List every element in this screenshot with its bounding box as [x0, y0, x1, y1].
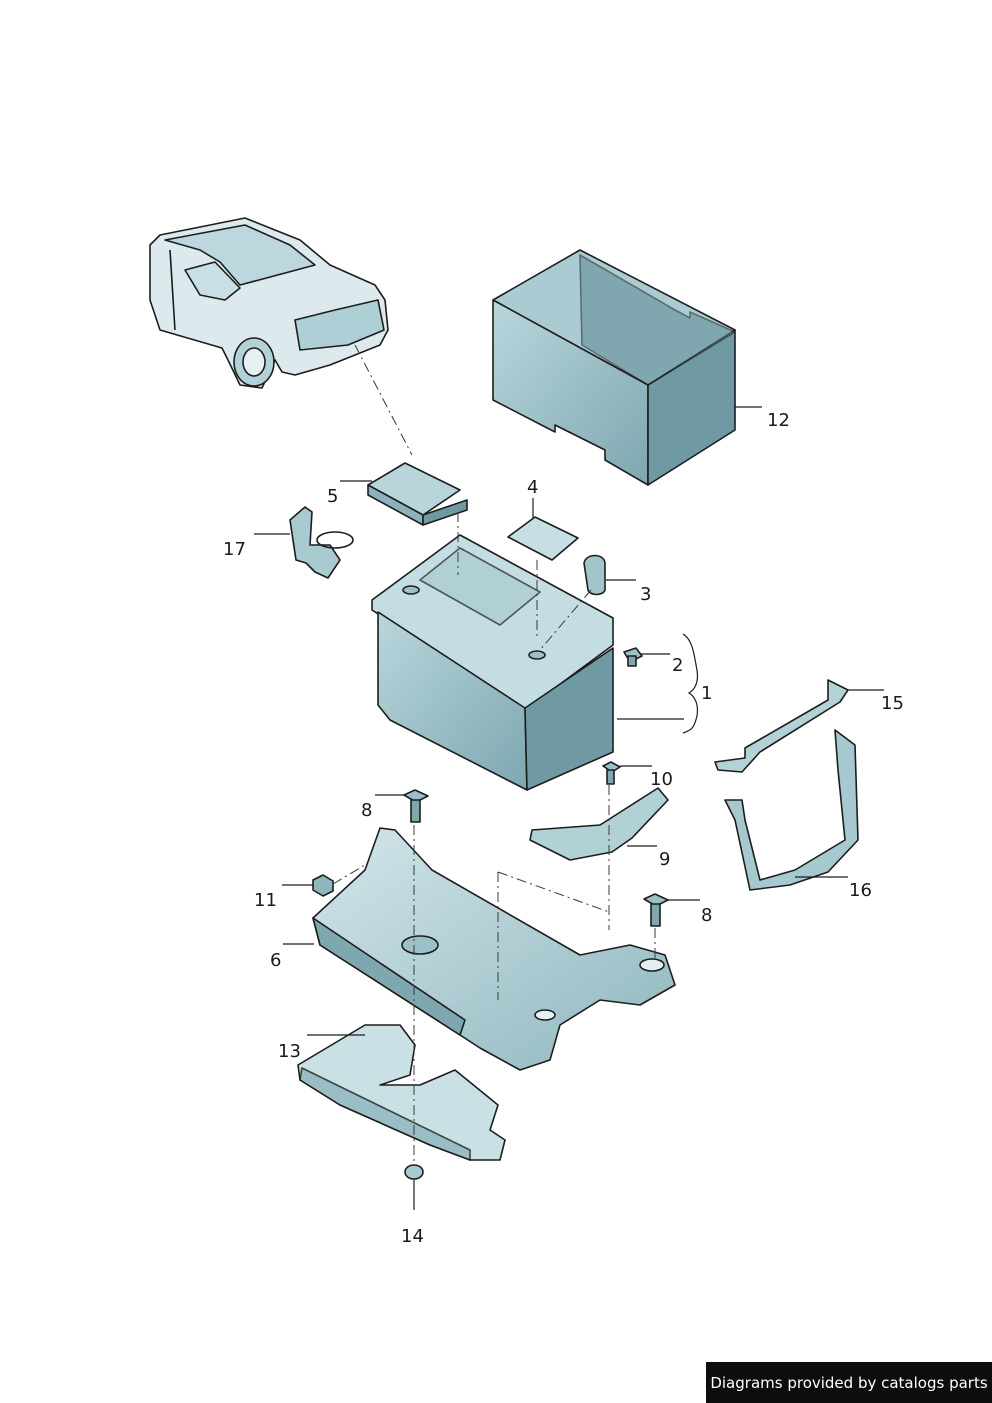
battery-box-cover-part-12 — [492, 249, 736, 486]
callout-8-lower: 8 — [701, 905, 712, 926]
label-part-4 — [507, 516, 579, 561]
bolt-part-8-lower — [643, 893, 669, 927]
clamp-plate-part-9 — [529, 787, 669, 861]
vent-plug-part-3 — [583, 554, 606, 596]
leader-lines — [254, 406, 884, 1210]
callout-13: 13 — [278, 1041, 301, 1062]
nut-part-11 — [312, 874, 334, 897]
callout-6: 6 — [270, 950, 281, 971]
terminal-cover-part-5 — [367, 462, 468, 526]
holder-part-16 — [724, 729, 859, 891]
insulator-part-13 — [297, 1024, 506, 1161]
clip-part-14 — [404, 1164, 424, 1180]
callout-8-upper: 8 — [361, 800, 372, 821]
callout-10: 10 — [650, 769, 673, 790]
callout-2: 2 — [672, 655, 683, 676]
callout-17: 17 — [223, 539, 246, 560]
callout-3: 3 — [640, 584, 651, 605]
assembly-lines — [332, 344, 656, 1165]
credit-banner: Diagrams provided by catalogs parts — [706, 1362, 992, 1403]
callout-12: 12 — [767, 410, 790, 431]
bolt-part-8-upper — [403, 789, 429, 823]
bracket-part-15 — [714, 679, 849, 773]
callout-11: 11 — [254, 890, 277, 911]
callout-14: 14 — [401, 1226, 424, 1247]
callout-15: 15 — [881, 693, 904, 714]
battery-tray-part-6 — [312, 827, 676, 1071]
bolt-part-2 — [623, 647, 643, 667]
callout-16: 16 — [849, 880, 872, 901]
bolt-part-10 — [602, 761, 621, 785]
callout-1: 1 — [701, 683, 712, 704]
terminal-clamp-part-17 — [289, 506, 354, 579]
callout-labels: 1 2 3 4 5 6 8 8 9 10 11 12 13 14 15 16 1… — [223, 410, 904, 1247]
battery-part-1 — [371, 534, 614, 791]
callout-5: 5 — [327, 486, 338, 507]
callout-9: 9 — [659, 849, 670, 870]
vehicle-illustration — [149, 217, 389, 389]
callout-4: 4 — [527, 477, 538, 498]
